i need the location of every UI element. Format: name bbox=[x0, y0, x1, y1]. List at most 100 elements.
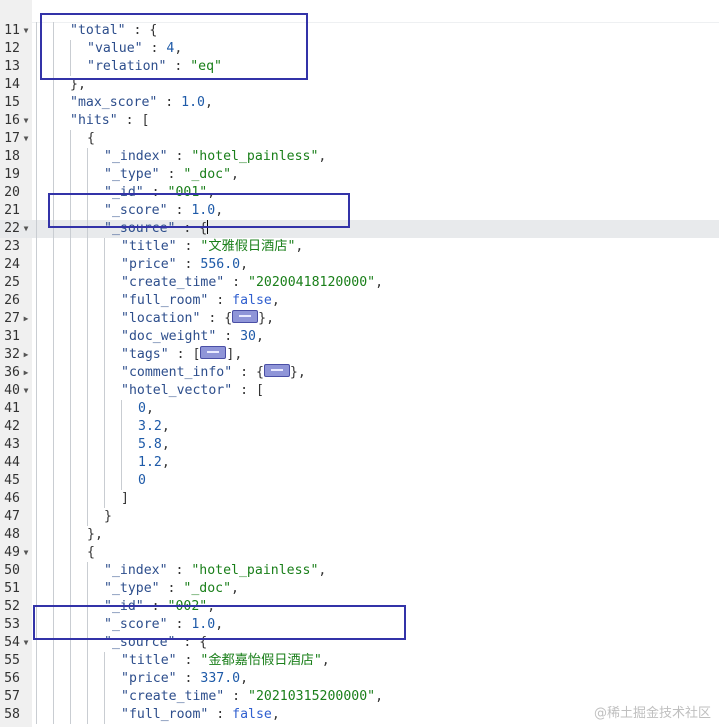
json-punctuation: , bbox=[321, 653, 330, 668]
code-line[interactable]: 32▶"tags" : [], bbox=[0, 346, 719, 364]
line-number: 46 bbox=[4, 491, 20, 506]
fold-expanded-icon[interactable]: ▼ bbox=[23, 638, 29, 647]
line-number: 36 bbox=[4, 365, 20, 380]
json-punctuation: : bbox=[176, 671, 201, 686]
indent-guide bbox=[121, 472, 122, 490]
code-line[interactable]: 15"max_score" : 1.0, bbox=[0, 94, 719, 112]
line-number: 11 bbox=[4, 23, 20, 38]
code-line[interactable]: 22▼"_source" : { bbox=[0, 220, 719, 238]
code-line[interactable]: 46] bbox=[0, 490, 719, 508]
code-text: 5.8, bbox=[138, 436, 170, 454]
collapsed-content-icon[interactable] bbox=[263, 364, 290, 377]
code-line[interactable]: 24"price" : 556.0, bbox=[0, 256, 719, 274]
indent-guide bbox=[53, 22, 54, 40]
fold-expanded-icon[interactable]: ▼ bbox=[23, 386, 29, 395]
code-line[interactable]: 58"full_room" : false, bbox=[0, 706, 719, 724]
code-line[interactable]: 12"value" : 4, bbox=[0, 40, 719, 58]
indent-guide bbox=[87, 634, 88, 652]
json-punctuation: : bbox=[224, 689, 249, 704]
json-key: "title" bbox=[121, 653, 177, 668]
code-line[interactable]: 57"create_time" : "20210315200000", bbox=[0, 688, 719, 706]
code-line[interactable]: 55"title" : "金都嘉怡假日酒店", bbox=[0, 652, 719, 670]
json-key: "tags" bbox=[121, 347, 169, 362]
fold-collapsed-icon[interactable]: ▶ bbox=[23, 350, 29, 359]
json-punctuation: , bbox=[295, 239, 304, 254]
fold-expanded-icon[interactable]: ▼ bbox=[23, 224, 29, 233]
code-line[interactable]: 36▶"comment_info" : {}, bbox=[0, 364, 719, 382]
indent-guide bbox=[87, 166, 88, 184]
indent-guide bbox=[70, 292, 71, 310]
fold-collapsed-icon[interactable]: ▶ bbox=[23, 368, 29, 377]
indent-guide bbox=[87, 256, 88, 274]
indent-guide bbox=[53, 256, 54, 274]
code-line[interactable]: 51"_type" : "_doc", bbox=[0, 580, 719, 598]
json-string: "_doc" bbox=[183, 167, 232, 182]
json-string: "001" bbox=[167, 185, 208, 200]
code-line[interactable]: 18"_index" : "hotel_painless", bbox=[0, 148, 719, 166]
json-punctuation: , bbox=[215, 617, 224, 632]
indent-guide bbox=[104, 328, 105, 346]
indent-guide bbox=[36, 58, 37, 76]
fold-collapsed-icon[interactable]: ▶ bbox=[23, 314, 29, 323]
indent-guide bbox=[87, 688, 88, 706]
code-line[interactable]: 13"relation" : "eq" bbox=[0, 58, 719, 76]
code-line[interactable]: 27▶"location" : {}, bbox=[0, 310, 719, 328]
json-punctuation: , bbox=[174, 41, 183, 56]
code-line[interactable]: 50"_index" : "hotel_painless", bbox=[0, 562, 719, 580]
line-number: 52 bbox=[4, 599, 20, 614]
code-line[interactable]: 53"_score" : 1.0, bbox=[0, 616, 719, 634]
indent-guide bbox=[87, 202, 88, 220]
indent-guide bbox=[53, 688, 54, 706]
fold-expanded-icon[interactable]: ▼ bbox=[23, 548, 29, 557]
code-line[interactable]: 20"_id" : "001", bbox=[0, 184, 719, 202]
indent-guide bbox=[36, 94, 37, 112]
fold-expanded-icon[interactable]: ▼ bbox=[23, 26, 29, 35]
json-number: 556.0 bbox=[200, 257, 241, 272]
code-line[interactable]: 47} bbox=[0, 508, 719, 526]
indent-guide bbox=[104, 400, 105, 418]
code-line[interactable]: 56"price" : 337.0, bbox=[0, 670, 719, 688]
indent-guide bbox=[70, 670, 71, 688]
json-number: 1.2 bbox=[138, 455, 162, 470]
indent-guide bbox=[36, 220, 37, 238]
indent-guide bbox=[104, 688, 105, 706]
code-line[interactable]: 21"_score" : 1.0, bbox=[0, 202, 719, 220]
indent-guide bbox=[36, 670, 37, 688]
code-line[interactable]: 25"create_time" : "20200418120000", bbox=[0, 274, 719, 292]
collapsed-content-icon[interactable] bbox=[232, 310, 259, 323]
json-punctuation: , bbox=[205, 95, 213, 110]
line-number: 31 bbox=[4, 329, 20, 344]
code-text: 0 bbox=[138, 472, 146, 490]
json-string: "20210315200000" bbox=[248, 689, 376, 704]
fold-expanded-icon[interactable]: ▼ bbox=[23, 116, 29, 125]
code-line[interactable]: 11▼"total" : { bbox=[0, 22, 719, 40]
code-line[interactable]: 19"_type" : "_doc", bbox=[0, 166, 719, 184]
code-line[interactable]: 23"title" : "文雅假日酒店", bbox=[0, 238, 719, 256]
json-boolean: false bbox=[232, 293, 272, 308]
indent-guide bbox=[87, 328, 88, 346]
json-boolean: false bbox=[232, 707, 272, 722]
code-line[interactable]: 40▼"hotel_vector" : [ bbox=[0, 382, 719, 400]
indent-guide bbox=[53, 382, 54, 400]
code-line[interactable]: 48}, bbox=[0, 526, 719, 544]
code-line[interactable]: 14}, bbox=[0, 76, 719, 94]
json-code-view[interactable]: 11▼"total" : {12"value" : 4,13"relation"… bbox=[0, 22, 719, 724]
code-line[interactable]: 26"full_room" : false, bbox=[0, 292, 719, 310]
code-line[interactable]: 17▼{ bbox=[0, 130, 719, 148]
code-text: "_index" : "hotel_painless", bbox=[104, 148, 326, 166]
code-line[interactable]: 49▼{ bbox=[0, 544, 719, 562]
json-punctuation: }, bbox=[70, 77, 86, 92]
line-number: 56 bbox=[4, 671, 20, 686]
json-punctuation: : { bbox=[175, 635, 208, 650]
collapsed-content-icon[interactable] bbox=[200, 346, 227, 359]
indent-guide bbox=[87, 508, 88, 526]
fold-expanded-icon[interactable]: ▼ bbox=[23, 134, 29, 143]
code-line[interactable]: 16▼"hits" : [ bbox=[0, 112, 719, 130]
indent-guide bbox=[70, 454, 71, 472]
code-line[interactable]: 31"doc_weight" : 30, bbox=[0, 328, 719, 346]
